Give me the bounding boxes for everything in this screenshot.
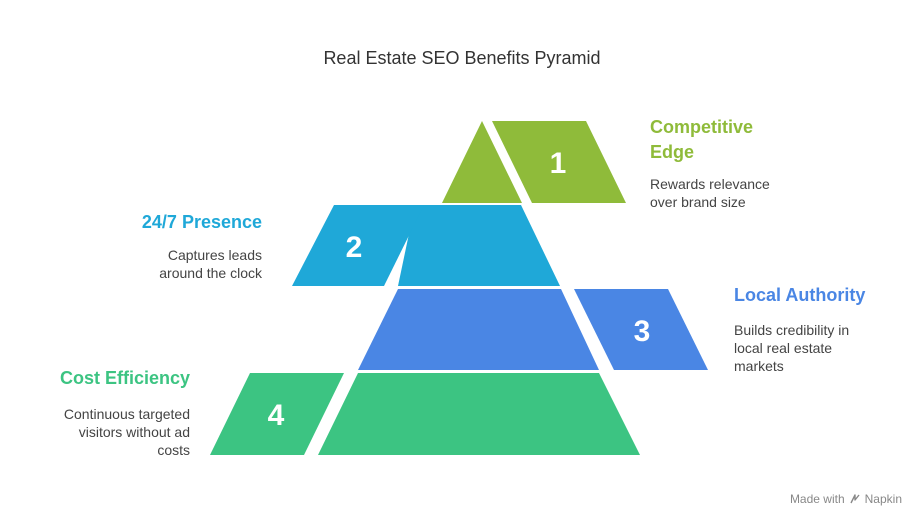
level-4-heading: Cost Efficiency	[60, 366, 190, 391]
pyramid-layer-1	[442, 121, 522, 203]
level-1-desc-line: over brand size	[650, 194, 746, 210]
badge-1: 1	[492, 121, 626, 203]
level-3-desc-line: markets	[734, 358, 784, 374]
level-1-desc-line: Rewards relevance	[650, 176, 770, 192]
level-1-description: Rewards relevance over brand size	[650, 175, 770, 211]
pyramid-layer-2	[398, 205, 560, 286]
level-1-heading-line: Edge	[650, 142, 695, 162]
pyramid-layer-4	[318, 373, 640, 455]
napkin-logo-icon	[850, 494, 860, 504]
level-1-heading-line: Competitive	[650, 117, 754, 137]
made-with-label: Made with	[789, 492, 845, 506]
badge-3: 3	[574, 289, 708, 370]
level-3-heading-line: Local Authority	[734, 285, 866, 305]
pyramid-layer-3	[358, 289, 599, 370]
level-1-heading: Competitive Edge	[650, 115, 753, 165]
level-4-desc-line: Continuous targeted	[63, 406, 190, 422]
badge-2-number: 2	[346, 231, 363, 264]
level-4-heading-line: Cost Efficiency	[59, 368, 190, 388]
level-2-heading-line: 24/7 Presence	[141, 212, 262, 232]
badge-1-number: 1	[550, 147, 567, 180]
level-2-desc-line: around the clock	[159, 265, 262, 281]
level-3-heading: Local Authority	[734, 283, 865, 308]
level-3-desc-line: local real estate	[734, 340, 833, 356]
level-4-desc-line: visitors without ad	[78, 424, 190, 440]
badge-3-number: 3	[634, 315, 651, 348]
level-3-desc-line: Builds credibility in	[734, 322, 850, 338]
level-3-description: Builds credibility in local real estate …	[734, 321, 849, 375]
made-with-napkin-footer: Made with Napkin	[790, 492, 902, 506]
diagram-title: Real Estate SEO Benefits Pyramid	[323, 48, 601, 68]
level-4-description: Continuous targeted visitors without ad …	[64, 405, 190, 459]
level-2-desc-line: Captures leads	[167, 247, 262, 263]
badge-4-number: 4	[268, 399, 285, 432]
badge-4: 4	[210, 373, 344, 455]
badge-2: 2	[292, 205, 424, 286]
level-2-description: Captures leads around the clock	[159, 246, 262, 282]
napkin-brand-label: Napkin	[864, 492, 902, 506]
level-2-heading: 24/7 Presence	[142, 210, 262, 235]
level-4-desc-line: costs	[157, 442, 190, 458]
